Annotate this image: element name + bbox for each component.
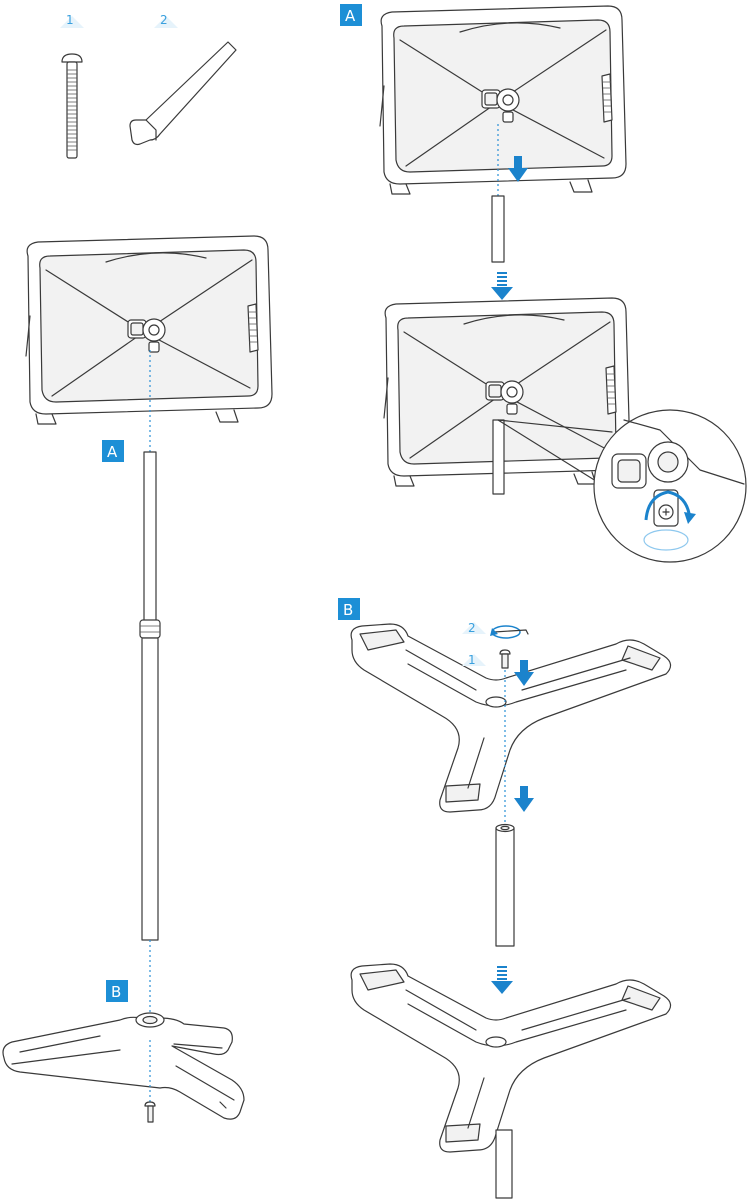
- part-2-callout: 2: [154, 13, 178, 28]
- step-b-number-2: 2: [468, 621, 476, 635]
- step-b-tripod-assembled: [350, 963, 672, 1153]
- main-tablet-enclosure: [25, 235, 273, 425]
- main-bottom-bolt: [144, 1101, 156, 1123]
- step-a-pole-fitted: [492, 419, 505, 495]
- step-label-a: A: [340, 4, 362, 26]
- step-b-callout-1: 1: [462, 653, 486, 667]
- step-label-b: B: [338, 598, 360, 620]
- main-label-a-text: A: [107, 443, 118, 461]
- step-b-arrow-lower: [514, 786, 534, 812]
- main-label-a: A: [102, 440, 124, 462]
- bolt-icon: [61, 53, 83, 159]
- step-b-transition-arrow: [491, 966, 513, 994]
- rotate-arrow-icon: [644, 490, 692, 521]
- hex-key-small-icon: [490, 625, 529, 639]
- part-1-callout: 1: [60, 13, 84, 28]
- part-1-number: 1: [66, 13, 74, 27]
- main-base: [2, 1012, 245, 1120]
- step-label-a-text: A: [345, 7, 356, 25]
- main-label-b: B: [106, 980, 128, 1002]
- part-1-marker: [60, 16, 84, 28]
- step-a-tablet-assembled: [383, 297, 631, 487]
- step-b-bolt: [499, 649, 511, 669]
- main-label-b-text: B: [111, 983, 121, 1001]
- hex-key-icon: [129, 41, 237, 146]
- step-b-pole: [495, 823, 515, 947]
- zoom-detail: [593, 409, 747, 563]
- zoom-lines: [497, 419, 613, 487]
- step-a-pole-top: [491, 195, 505, 263]
- step-b-callout-2: 2: [462, 621, 486, 635]
- telescopic-pole: [139, 451, 161, 941]
- step-b-number-1: 1: [468, 653, 476, 667]
- step-b-tripod-upper: [350, 623, 672, 813]
- part-2-marker: [154, 16, 178, 28]
- step-a-transition-arrow: [491, 272, 513, 300]
- part-2-number: 2: [160, 13, 168, 27]
- step-label-b-text: B: [343, 601, 353, 619]
- step-b-pole-fitted: [495, 1129, 513, 1199]
- step-a-tablet-upper: [379, 5, 627, 195]
